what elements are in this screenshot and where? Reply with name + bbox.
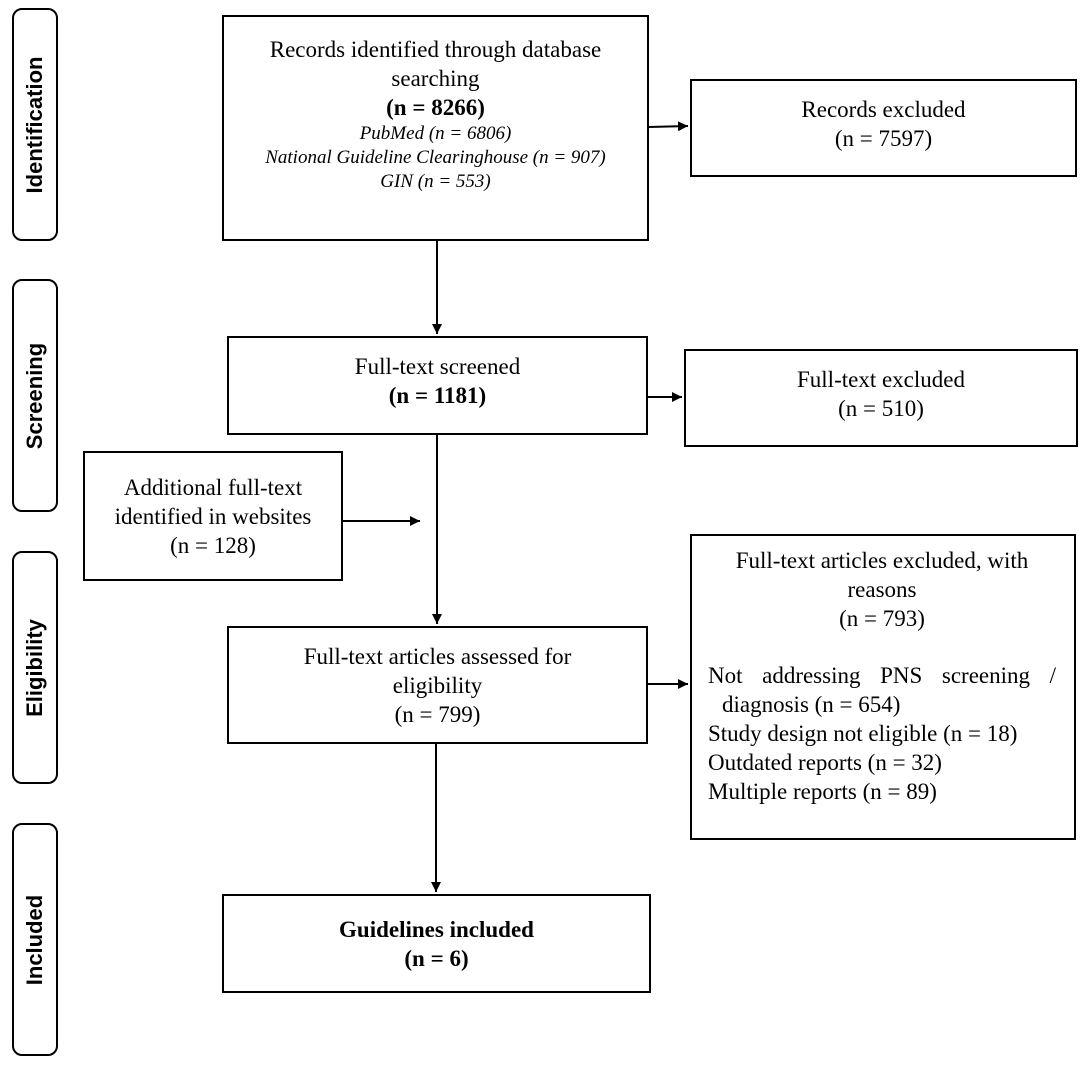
assessed-line2: eligibility <box>392 673 483 698</box>
guidelines-included-count: (n = 6) <box>404 945 469 971</box>
reason-multiple: Multiple reports (n = 89) <box>708 779 937 804</box>
guidelines-included-box: Guidelines included (n = 6) <box>222 894 651 993</box>
source-pubmed: PubMed (n = 6806) <box>359 123 512 144</box>
assessed-box: Full-text articles assessed for eligibil… <box>227 626 648 744</box>
stage-included: Included <box>12 823 58 1056</box>
reason-not-addressing-cont: diagnosis (n = 654) <box>722 692 901 717</box>
stage-eligibility: Eligibility <box>12 551 58 784</box>
fulltext-screened-box: Full-text screened (n = 1181) <box>227 336 648 435</box>
records-identified-title-line2: searching <box>391 66 480 91</box>
excluded-reasons-line1: Full-text articles excluded, with <box>735 548 1029 573</box>
assessed-line1: Full-text articles assessed for <box>303 644 572 669</box>
fulltext-screened-title: Full-text screened <box>354 354 521 379</box>
additional-fulltext-box: Additional full-text identified in websi… <box>83 451 343 581</box>
fulltext-excluded-count: (n = 510) <box>838 396 924 421</box>
assessed-count: (n = 799) <box>394 702 481 727</box>
fulltext-excluded-box: Full-text excluded (n = 510) <box>684 349 1078 447</box>
excluded-reasons-box: Full-text articles excluded, with reason… <box>690 534 1076 840</box>
guidelines-included-title: Guidelines included <box>339 916 534 942</box>
additional-fulltext-count: (n = 128) <box>170 532 256 558</box>
stage-screening: Screening <box>12 279 58 512</box>
records-excluded-box: Records excluded (n = 7597) <box>690 79 1077 177</box>
fulltext-excluded-title: Full-text excluded <box>797 367 965 392</box>
additional-fulltext-line1: Additional full-text <box>123 474 303 500</box>
records-excluded-title: Records excluded <box>801 97 966 122</box>
arrow-identified-to-excluded <box>648 121 689 132</box>
source-ngc: National Guideline Clearinghouse (n = 90… <box>265 147 606 168</box>
reason-outdated: Outdated reports (n = 32) <box>708 750 942 775</box>
records-identified-count: (n = 8266) <box>386 95 485 120</box>
records-identified-box: Records identified through database sear… <box>222 15 649 241</box>
reason-not-addressing: Not addressing PNS screening / <box>708 663 1056 688</box>
records-identified-title-line1: Records identified through database <box>269 37 602 62</box>
excluded-reasons-line2: reasons <box>847 577 917 602</box>
excluded-reasons-count: (n = 793) <box>839 606 925 631</box>
stage-identification: Identification <box>12 8 58 241</box>
records-excluded-count: (n = 7597) <box>834 126 933 151</box>
reason-study-design: Study design not eligible (n = 18) <box>708 721 1018 746</box>
additional-fulltext-line2: identified in websites <box>114 503 312 529</box>
source-gin: GIN (n = 553) <box>380 171 491 192</box>
fulltext-screened-count: (n = 1181) <box>388 383 487 408</box>
